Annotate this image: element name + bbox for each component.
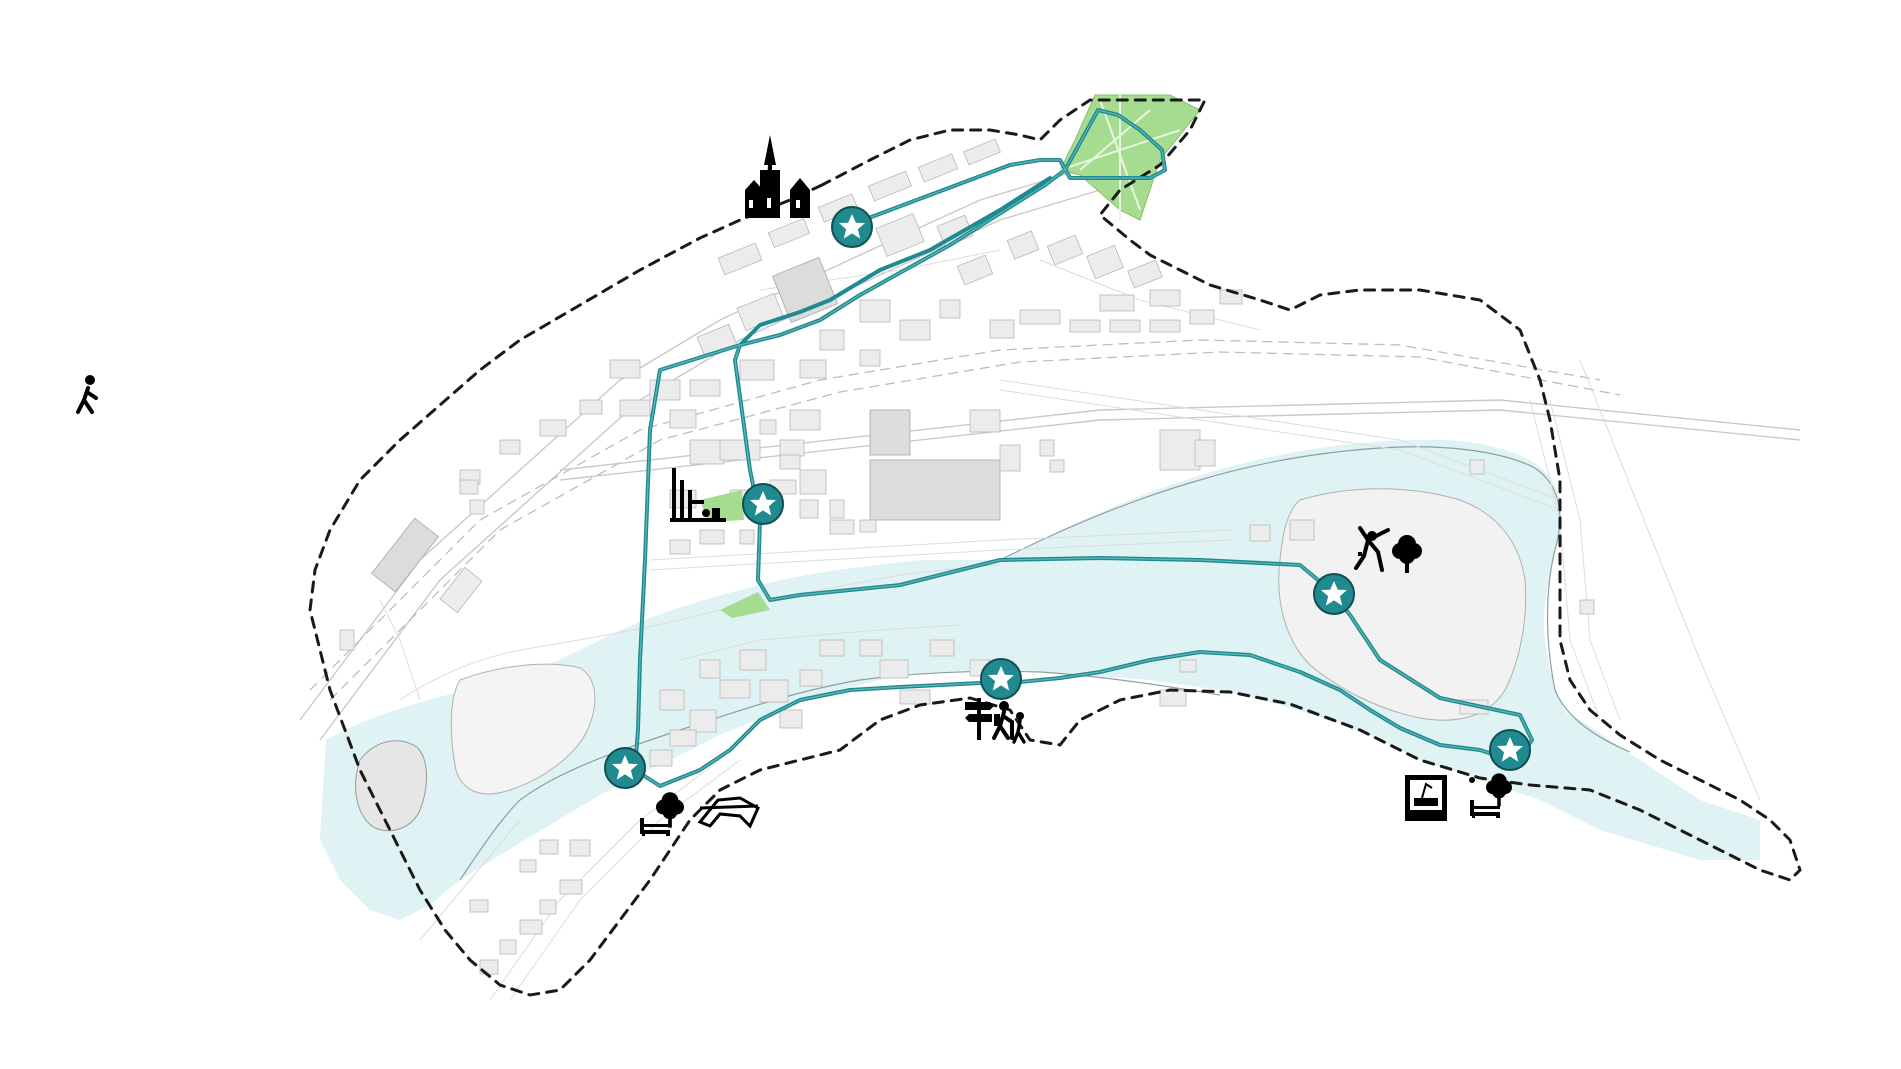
bench-icon: [640, 818, 670, 836]
stop-marker-3[interactable]: [1313, 573, 1355, 615]
stop-marker-4[interactable]: [980, 658, 1022, 700]
stop-marker-2[interactable]: [742, 483, 784, 525]
street-network: [299, 169, 1801, 1001]
rock-climbing-icon: [1354, 526, 1390, 572]
walking-route: [633, 108, 1534, 788]
stop-marker-6[interactable]: [1489, 729, 1531, 771]
industrial-heritage-icon: [670, 468, 726, 522]
tree-icon: [656, 792, 684, 828]
stop-marker-1[interactable]: [831, 206, 873, 248]
pavilion-icon: [697, 796, 760, 829]
church-icon: [745, 135, 810, 218]
green-spaces: [700, 94, 1201, 618]
signpost-icon: [965, 698, 994, 740]
stop-marker-5[interactable]: [604, 747, 646, 789]
buildings: [339, 138, 1595, 975]
bench-icon: [1470, 800, 1500, 818]
hikers-icon: [992, 701, 1026, 744]
study-area-boundary: [308, 98, 1802, 997]
pedestrian-icon: [76, 375, 98, 414]
dot-marker: [1469, 777, 1475, 783]
monument-icon: [1405, 775, 1447, 821]
